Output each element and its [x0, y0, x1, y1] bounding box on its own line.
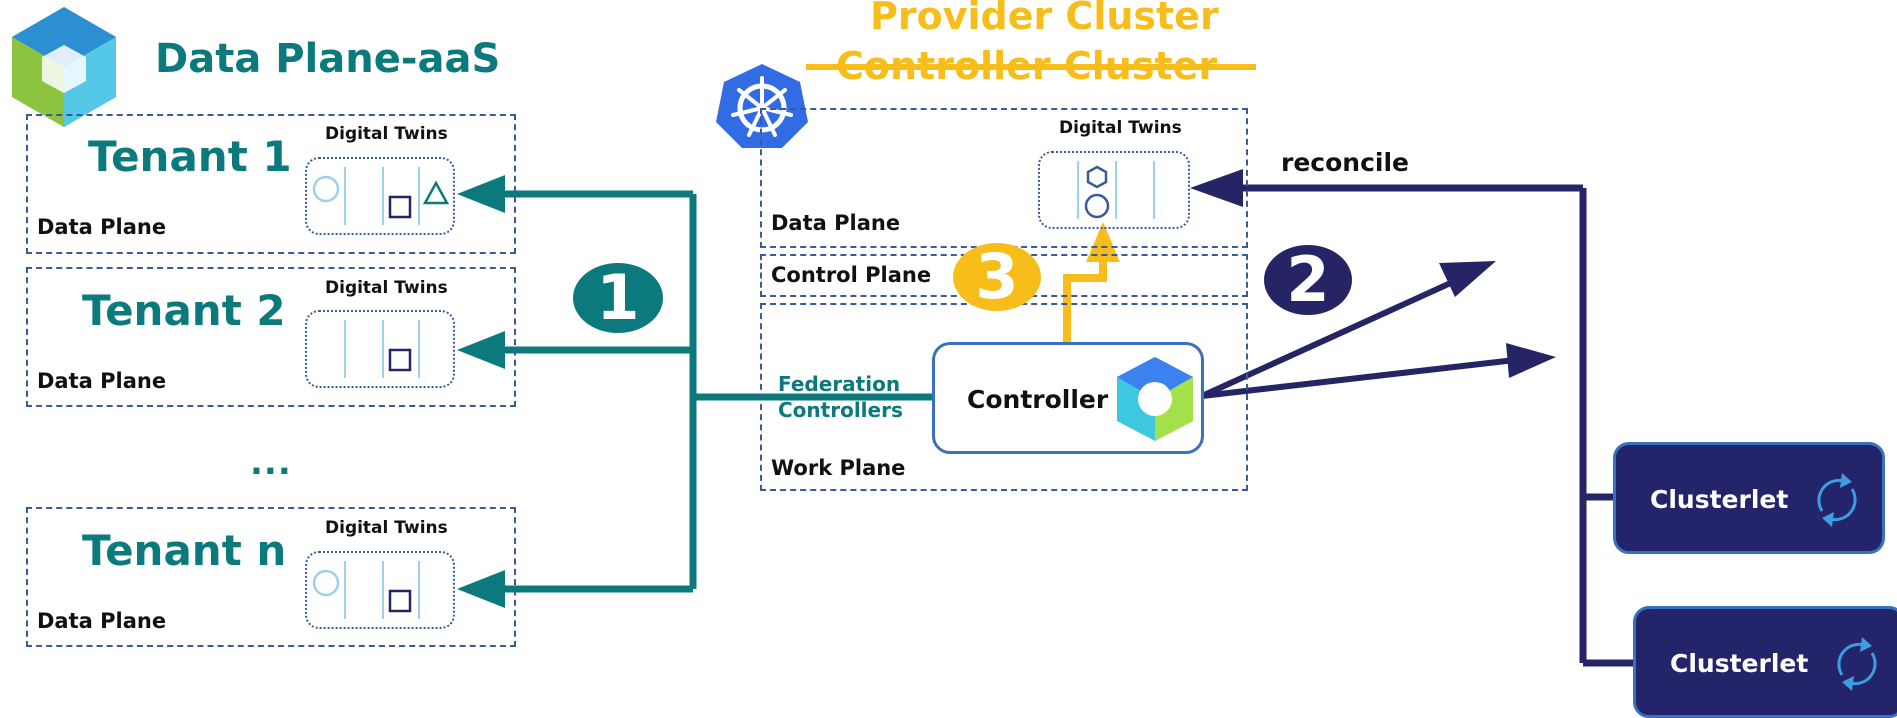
strikethrough-line: [806, 64, 1256, 70]
tenant-1-twins-icon: [312, 167, 450, 225]
arrowhead-tenant-1: [457, 175, 505, 213]
clusterlet-2: Clusterlet: [1633, 606, 1897, 718]
tenant-1-title: Tenant 1: [88, 132, 292, 181]
tenant-2-box: [26, 267, 516, 407]
tenants-ellipsis: ...: [250, 443, 292, 483]
data-plane-logo-icon: [12, 7, 116, 127]
tenant-2-twins-icon: [344, 320, 420, 378]
provider-cluster-title: Provider Cluster: [870, 0, 1219, 38]
federation-controllers-label-line1: Federation: [778, 372, 901, 396]
work-plane-label: Work Plane: [771, 456, 906, 480]
reconcile-links: [1240, 184, 1638, 667]
control-plane-label: Control Plane: [771, 263, 932, 287]
tenant-n-data-plane-label: Data Plane: [37, 609, 167, 633]
tenant-n-digital-twins-box: [305, 551, 455, 629]
controller-out-arrows: [1200, 278, 1516, 399]
tenant-arrowheads: [457, 175, 505, 608]
federation-controllers-label-line2: Controllers: [778, 398, 903, 422]
tenant-1-data-plane-label: Data Plane: [37, 215, 167, 239]
arrowhead-right: [1506, 343, 1556, 378]
clusterlet-2-label: Clusterlet: [1670, 649, 1809, 678]
tenant-2-title: Tenant 2: [82, 286, 286, 335]
arrowhead-up: [1439, 261, 1496, 297]
sync-icon: [1817, 473, 1857, 527]
arrowhead-tenant-2: [457, 331, 505, 369]
controller-box: Controller: [932, 342, 1204, 454]
page-title: Data Plane-aaS: [155, 36, 501, 82]
tenant-2-data-plane-label: Data Plane: [37, 369, 167, 393]
arrowhead-yellow: [1086, 222, 1120, 262]
yellow-link: [1063, 258, 1107, 342]
tenant-2-digital-twins-label: Digital Twins: [325, 278, 448, 298]
controller-label: Controller: [967, 385, 1109, 414]
tenant-1-digital-twins-box: [305, 157, 455, 235]
provider-data-plane-label: Data Plane: [771, 211, 901, 235]
arrowhead-reconcile: [1190, 169, 1243, 207]
arrowhead-tenant-n: [457, 570, 505, 608]
reconcile-label: reconcile: [1281, 148, 1409, 177]
sync-icon: [1837, 637, 1877, 691]
step-1-badge: 1: [573, 263, 663, 333]
provider-twins-icon: [1077, 161, 1155, 219]
provider-digital-twins-label: Digital Twins: [1059, 118, 1182, 138]
tenant-n-box: [26, 507, 516, 647]
clusterlet-1: Clusterlet: [1613, 442, 1885, 554]
step-3-badge: 3: [953, 243, 1041, 311]
tenant-1-box: [26, 114, 516, 254]
tenant-1-digital-twins-label: Digital Twins: [325, 124, 448, 144]
provider-digital-twins-box: [1038, 151, 1190, 229]
tenant-links: [505, 190, 932, 593]
clusterlet-1-label: Clusterlet: [1650, 485, 1789, 514]
tenant-n-title: Tenant n: [82, 526, 287, 575]
step-2-badge: 2: [1264, 245, 1352, 315]
controller-logo-icon: [1117, 357, 1193, 441]
tenant-n-twins-icon: [312, 561, 420, 619]
tenant-n-digital-twins-label: Digital Twins: [325, 518, 448, 538]
tenant-2-digital-twins-box: [305, 310, 455, 388]
